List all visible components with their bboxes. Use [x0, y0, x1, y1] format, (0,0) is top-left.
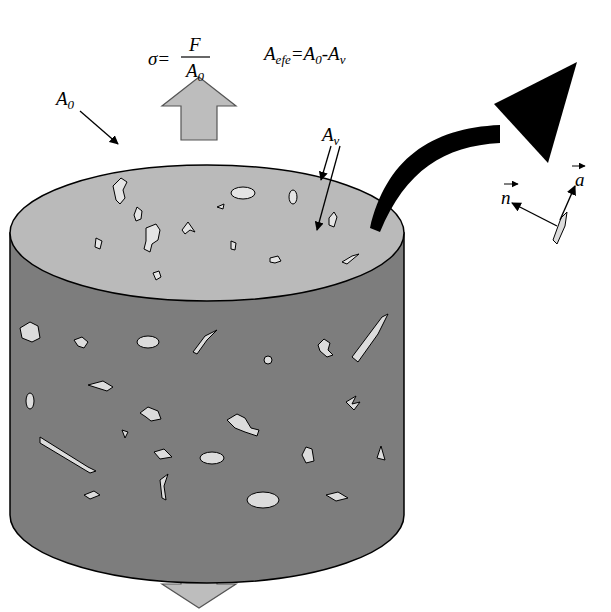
vector-arrow-mark — [504, 184, 518, 185]
voids — [95, 178, 359, 280]
vector-arrow-mark — [572, 166, 585, 167]
force-label: F — [189, 35, 201, 54]
effective-area-label: Aefe=A0-Av — [264, 44, 345, 66]
void-detail — [553, 212, 567, 244]
stress-label: σ= — [148, 49, 170, 68]
leader-line — [317, 146, 340, 230]
a-vector — [560, 186, 575, 220]
void-area-label: Av — [322, 125, 339, 147]
vector-label: a — [575, 170, 585, 189]
voids — [20, 314, 388, 508]
curved-arrow-head — [494, 62, 577, 163]
area-label: A0 — [56, 89, 74, 111]
curved-arrow — [370, 125, 500, 232]
force-arrow — [162, 77, 236, 140]
leader-line — [321, 146, 331, 180]
cylinder-top — [10, 165, 404, 301]
leader-line — [80, 111, 118, 144]
normal-vector — [512, 203, 557, 226]
area-label: A0 — [186, 61, 204, 83]
fraction-bar — [181, 56, 210, 57]
vector-label: n — [501, 188, 511, 207]
